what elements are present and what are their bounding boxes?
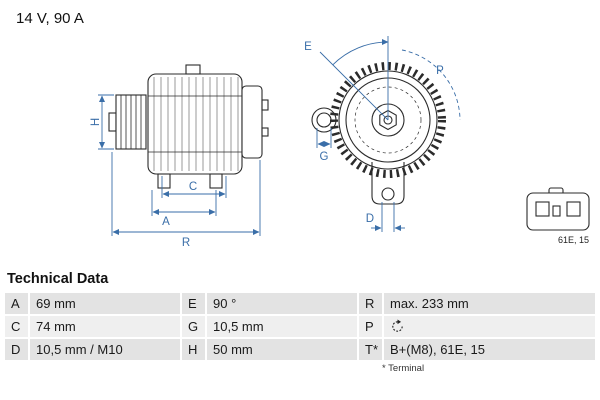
cell-value-t: B+(M8), 61E, 15	[384, 339, 595, 360]
dim-label-c: C	[189, 181, 197, 193]
cell-key-e: E	[182, 293, 205, 314]
rotation-direction-icon	[392, 319, 403, 332]
cell-value-c: 74 mm	[30, 316, 180, 337]
cell-value-h: 50 mm	[207, 339, 357, 360]
cell-key-t: T*	[359, 339, 382, 360]
cell-value-e: 90 °	[207, 293, 357, 314]
dim-label-r: R	[182, 237, 190, 249]
cell-key-c: C	[5, 316, 28, 337]
technical-drawing: H C A R E P G D	[90, 36, 590, 249]
cell-value-g: 10,5 mm	[207, 316, 357, 337]
front-view-dimensions	[316, 36, 461, 232]
cell-key-g: G	[182, 316, 205, 337]
dim-label-h: H	[90, 118, 102, 126]
cell-value-r: max. 233 mm	[384, 293, 595, 314]
connector-detail	[526, 187, 590, 231]
part-rating-title: 14 V, 90 A	[16, 10, 84, 27]
dim-label-g: G	[320, 151, 329, 163]
terminal-footnote: * Terminal	[382, 363, 425, 374]
dim-label-d: D	[366, 213, 374, 225]
dim-label-p: P	[436, 65, 444, 77]
alternator-front-view	[311, 62, 446, 205]
dim-label-a: A	[162, 216, 170, 228]
cell-key-d: D	[5, 339, 28, 360]
connector-label: 61E, 15	[558, 235, 589, 245]
technical-data-section: Technical Data A 69 mm E 90 ° R max. 233…	[5, 271, 595, 374]
cell-value-p	[384, 316, 595, 337]
alternator-side-view	[108, 64, 269, 189]
technical-data-table: A 69 mm E 90 ° R max. 233 mm C 74 mm G 1…	[5, 293, 595, 360]
cell-key-r: R	[359, 293, 382, 314]
dim-label-e: E	[304, 41, 312, 53]
cell-key-a: A	[5, 293, 28, 314]
cell-key-p: P	[359, 316, 382, 337]
cell-value-a: 69 mm	[30, 293, 180, 314]
cell-value-d: 10,5 mm / M10	[30, 339, 180, 360]
cell-key-h: H	[182, 339, 205, 360]
technical-data-title: Technical Data	[7, 271, 109, 287]
side-view-dimensions	[98, 94, 261, 236]
